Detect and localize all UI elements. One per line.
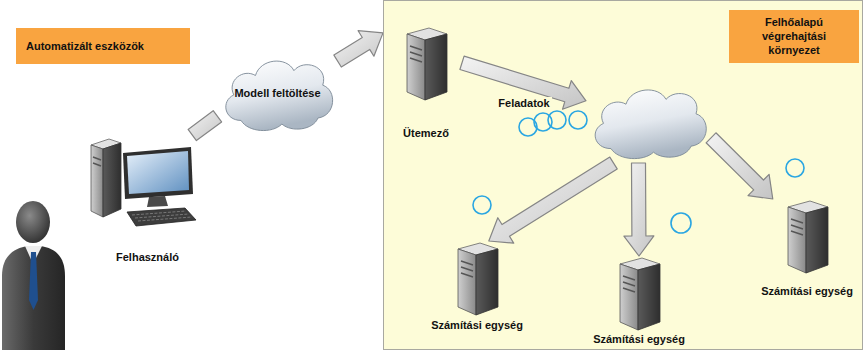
graphic-part xyxy=(87,135,202,230)
cloud-outline xyxy=(586,79,711,163)
graphic-part xyxy=(638,264,660,330)
node-label: Felhasználó xyxy=(87,251,208,263)
graphic-part xyxy=(123,147,193,199)
cloud-environment-panel: Felhőalapú végrehajtási környezetÜtemező… xyxy=(383,0,863,350)
block-arrow xyxy=(460,56,586,109)
connector-group xyxy=(188,31,773,256)
user-tie xyxy=(29,252,38,310)
server-node: Számítási egység xyxy=(581,256,697,347)
cloud-shape xyxy=(586,79,711,163)
graphic-part xyxy=(425,34,447,100)
graphic-part xyxy=(620,264,638,330)
section-tag: Automatizált eszközök xyxy=(16,28,190,64)
node-label: Számítási egység xyxy=(581,333,697,345)
user-head xyxy=(16,201,50,243)
graphic-part xyxy=(461,261,473,277)
node-label: Számítási egység xyxy=(750,285,863,297)
graphic-part xyxy=(103,143,121,217)
task-ring xyxy=(473,196,491,214)
task-ring xyxy=(569,111,587,129)
user-figure xyxy=(2,201,65,350)
server-node: Számítási egység xyxy=(418,241,536,333)
block-arrow xyxy=(706,133,773,199)
graphic-part xyxy=(407,34,425,100)
node-label: Modell feltöltése xyxy=(234,87,320,99)
graphic-part xyxy=(93,157,101,166)
graphic-part xyxy=(127,208,196,226)
graphic-part xyxy=(458,249,476,315)
user-body xyxy=(2,246,65,350)
computer-node: Felhasználó xyxy=(87,135,208,265)
server-node: Ütemező xyxy=(390,26,462,141)
graphic-part xyxy=(791,219,803,235)
task-ring xyxy=(671,213,691,233)
graphic-part xyxy=(226,61,333,130)
graphic-part xyxy=(127,151,189,194)
panel-ground xyxy=(383,0,863,350)
server-node: Számítási egység xyxy=(750,199,863,299)
graphic-part xyxy=(782,199,832,274)
graphic-part xyxy=(132,211,192,221)
graphic-part xyxy=(595,90,706,159)
edge-label: Feladatok xyxy=(496,97,551,109)
graphic-part xyxy=(476,249,498,315)
node-label: Számítási egység xyxy=(418,319,536,331)
task-ring xyxy=(786,159,804,177)
graphic-part xyxy=(452,241,502,316)
graphic-part xyxy=(806,207,828,273)
graphic-part xyxy=(91,145,103,217)
graphic-part xyxy=(788,207,806,273)
graphic-part xyxy=(614,256,664,331)
block-arrow xyxy=(489,157,617,243)
panel-heading: Felhőalapú végrehajtási környezet xyxy=(729,10,859,63)
node-label: Ütemező xyxy=(390,127,462,139)
panel-fill xyxy=(383,0,863,350)
node-label: Automatizált eszközök xyxy=(26,40,144,52)
block-arrow xyxy=(334,31,383,67)
task-ring xyxy=(548,111,566,129)
block-arrow xyxy=(624,163,654,256)
cloud-shape: Modell feltöltése xyxy=(217,50,337,135)
graphic-part xyxy=(410,46,422,62)
graphic-part xyxy=(147,196,168,207)
graphic-part xyxy=(623,276,635,292)
graphic-part xyxy=(401,26,451,101)
block-arrow xyxy=(188,111,222,141)
